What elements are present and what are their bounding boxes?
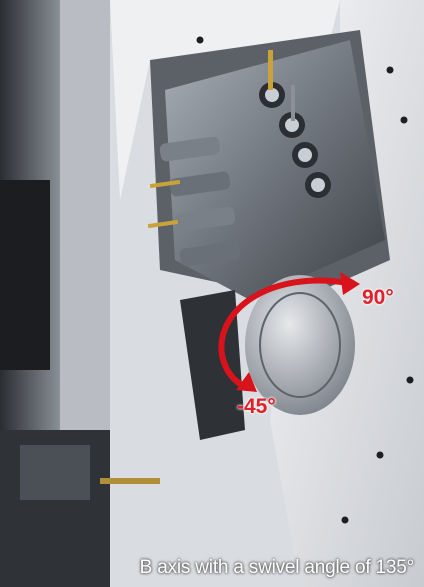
arrow-head-minus45 [236, 372, 257, 392]
arrow-head-90 [340, 272, 360, 295]
screws [196, 36, 414, 524]
caption: B axis with a swivel angle of 135° [139, 557, 415, 578]
tool-block [165, 40, 385, 300]
drill-bit [100, 478, 160, 484]
angle-label-max: 90° [362, 286, 394, 309]
top-frame [110, 0, 340, 200]
left-block [0, 180, 50, 370]
tool-holders-side [147, 136, 241, 267]
angle-label-min: -45° [237, 395, 276, 418]
right-frame [270, 0, 424, 587]
rotary-disc [245, 275, 355, 415]
tool-holders-top [259, 50, 331, 198]
swivel-arrow [218, 272, 360, 392]
